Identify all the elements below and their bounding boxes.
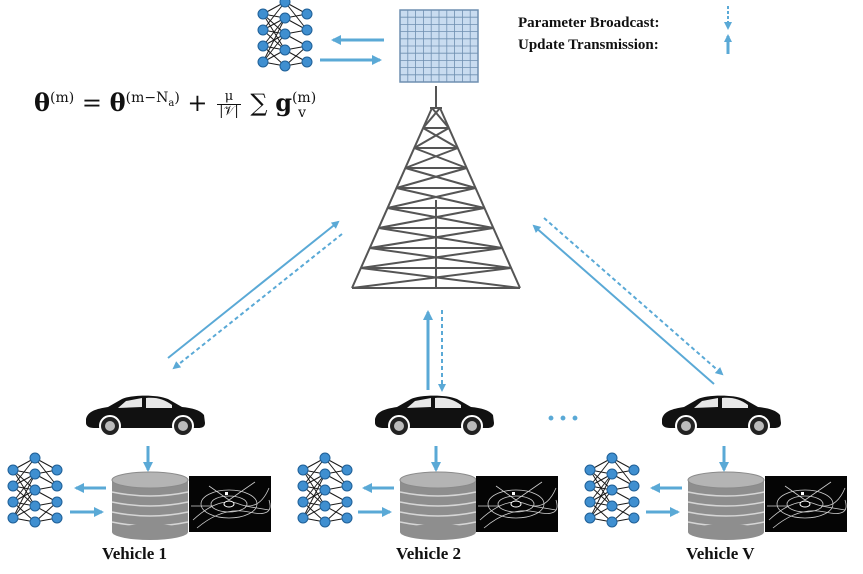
link-vehicle-1 [167,220,343,370]
legend-broadcast-label: Parameter Broadcast: [518,15,660,31]
formula-g-sup-m: (m) [291,90,317,106]
database-icon [111,471,189,541]
car-icon [661,394,782,437]
vehicle-1-label: Vehicle 1 [102,544,168,563]
vehicle-2-group [297,394,559,541]
formula-sub-v: v [298,104,307,121]
formula-sub-a: a [168,97,175,109]
vehicle-v-label: Vehicle V [686,544,755,563]
legend-update-label: Update Transmission: [518,37,659,53]
tower-icon [351,86,521,289]
formula-mu: μ [217,90,241,105]
vehicle-ellipsis: ··· [546,402,583,435]
link-vehicle-2 [423,310,446,392]
formula-equals: = [81,89,102,117]
legend-broadcast: Parameter Broadcast: [518,12,659,34]
legend: Parameter Broadcast: Update Transmission… [518,12,659,56]
formula-theta: θ [34,88,51,117]
formula-theta-2: θ [109,88,126,117]
database-icon [399,471,477,541]
server-grid-icon [399,9,479,83]
update-formula: θ(m) = θ(m−Na) + μ|𝒱| ∑ g(m)v [34,88,316,121]
formula-sup-m-minus: (m−N [125,90,169,106]
lidar-image-icon [475,475,559,533]
lidar-image-icon [764,475,848,533]
server-neural-network-icon [257,0,313,72]
formula-plus: + [187,89,208,117]
neural-network-icon [584,452,640,528]
neural-network-icon [7,452,63,528]
formula-sup-m: (m) [50,90,75,106]
car-icon [374,394,495,437]
link-vehicle-v [532,217,724,385]
vehicle-2-label: Vehicle 2 [396,544,462,563]
database-icon [687,471,765,541]
vehicle-v-group [584,394,848,541]
lidar-image-icon [188,475,272,533]
legend-update: Update Transmission: [518,34,659,56]
vehicle-1-group [7,394,272,541]
formula-sum: ∑ [250,89,268,117]
formula-fraction: μ|𝒱| [217,90,241,119]
formula-card-v: |𝒱| [219,104,239,119]
car-icon [85,394,206,437]
formula-g: g [275,88,292,117]
formula-close-paren: ) [174,90,180,106]
neural-network-icon [297,452,353,528]
